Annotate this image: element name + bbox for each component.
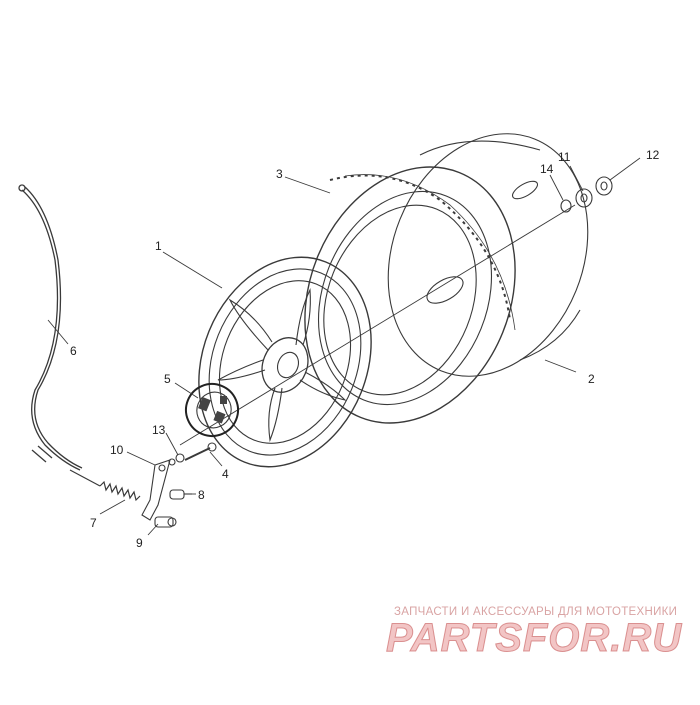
callout-9: 9	[136, 536, 143, 550]
callout-8: 8	[198, 488, 205, 502]
part-4-brake-cam	[184, 442, 217, 461]
callout-7: 7	[90, 516, 97, 530]
part-13-clip	[168, 453, 185, 466]
callout-1: 1	[155, 239, 162, 253]
part-2-outer-shell	[387, 133, 589, 377]
part-11-bearing	[575, 188, 593, 208]
callout-12: 12	[646, 148, 660, 162]
callout-10: 10	[110, 443, 124, 457]
callout-labels: 1 2 3 4 5 6 7 8 9 10 11 12 13 14	[70, 148, 660, 550]
watermark-logo: PARTSFOR.RU	[385, 616, 683, 661]
part-9-bolt	[154, 516, 177, 528]
part-6-brake-cable	[18, 184, 83, 471]
watermark-tagline: ЗАПЧАСТИ И АКСЕССУАРЫ ДЛЯ МОТОТЕХНИКИ	[394, 606, 678, 618]
callout-4: 4	[222, 467, 229, 481]
callout-2: 2	[588, 372, 595, 386]
callout-3: 3	[276, 167, 283, 181]
callout-14: 14	[540, 162, 554, 176]
part-3-tire	[304, 166, 516, 424]
leader-lines	[47, 157, 641, 536]
part-10-brake-lever	[141, 459, 171, 521]
callout-13: 13	[152, 423, 166, 437]
part-14-washer	[560, 199, 572, 213]
part-5-brake-drum	[185, 383, 239, 437]
axle-centerline	[179, 204, 576, 446]
callout-11: 11	[558, 150, 571, 164]
part-12-nut	[595, 176, 613, 196]
part-7-spring	[69, 469, 141, 502]
part-8-pin	[169, 489, 192, 500]
part-1-wheel-rim	[198, 256, 372, 468]
callout-5: 5	[164, 372, 171, 386]
callout-6: 6	[70, 344, 77, 358]
